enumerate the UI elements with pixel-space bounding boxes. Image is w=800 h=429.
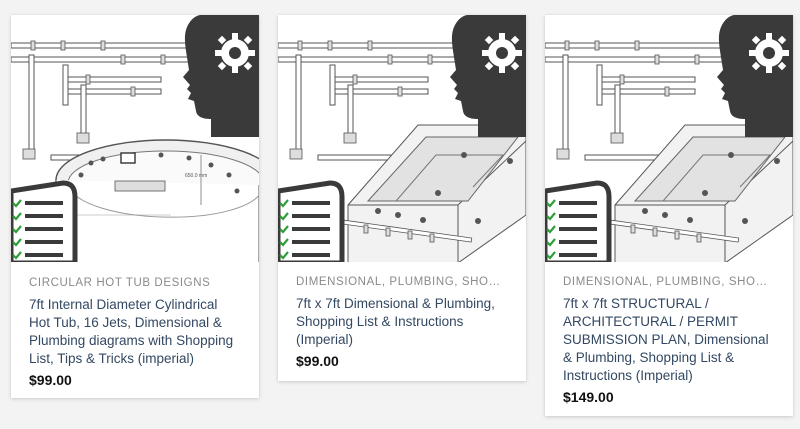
product-title-link[interactable]: 7ft x 7ft STRUCTURAL / ARCHITECTURAL / P…: [563, 296, 769, 383]
product-price: $99.00: [29, 372, 72, 388]
product-thumbnail[interactable]: [545, 15, 793, 262]
product-category[interactable]: DIMENSIONAL, PLUMBING, SHOPPI...: [563, 276, 775, 288]
product-price: $149.00: [563, 389, 614, 405]
product-card: DIMENSIONAL, PLUMBING, SHOPPI... 7ft x 7…: [278, 15, 526, 381]
product-title-link[interactable]: 7ft x 7ft Dimensional & Plumbing, Shoppi…: [296, 296, 495, 347]
product-thumbnail[interactable]: 650.0 mm: [11, 15, 259, 262]
product-title-link[interactable]: 7ft Internal Diameter Cylindrical Hot Tu…: [29, 297, 234, 366]
product-thumbnail[interactable]: [278, 15, 526, 262]
dimension-label: 650.0 mm: [185, 173, 207, 179]
product-category[interactable]: DIMENSIONAL, PLUMBING, SHOPPI...: [296, 276, 508, 288]
product-card: 650.0 mm CIRCULAR HOT TUB DESIGNS 7ft In…: [11, 15, 259, 398]
product-card: DIMENSIONAL, PLUMBING, SHOPPI... 7ft x 7…: [545, 15, 793, 416]
product-category[interactable]: CIRCULAR HOT TUB DESIGNS: [29, 277, 211, 289]
product-price: $99.00: [296, 353, 339, 369]
